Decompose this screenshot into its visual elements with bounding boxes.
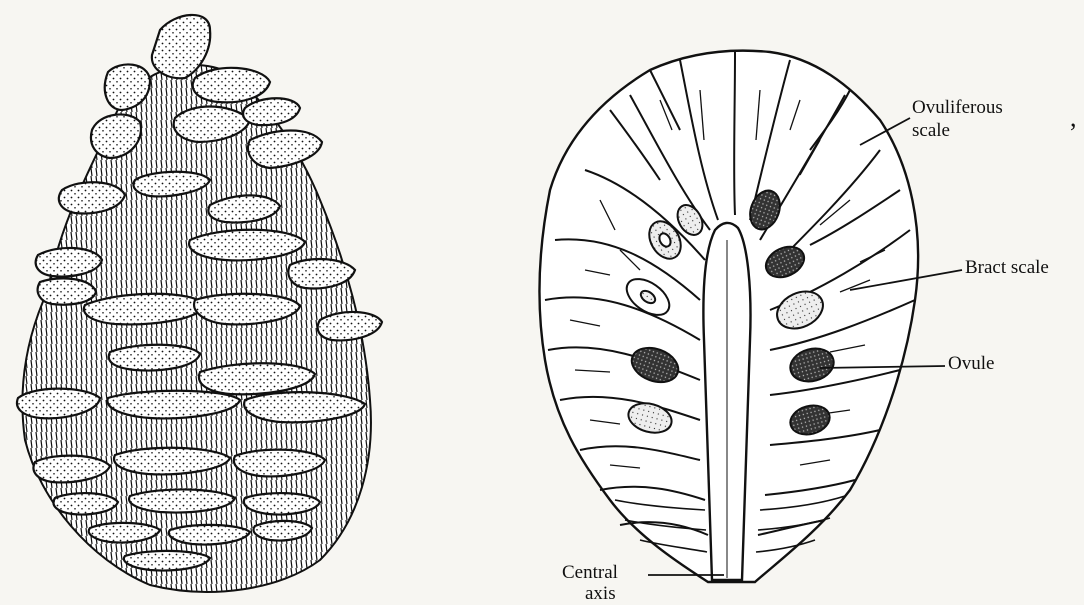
label-ovuliferous-scale-line1: Ovuliferous <box>912 98 1003 118</box>
label-central-axis-line1: Central <box>562 563 618 583</box>
label-bract-scale: Bract scale <box>965 258 1049 278</box>
stray-comma-mark: , <box>1070 108 1077 128</box>
pine-cone-external-view <box>17 15 382 592</box>
label-central-axis-line2: axis <box>585 584 616 604</box>
cone-longitudinal-section <box>540 51 919 582</box>
label-ovuliferous-scale-line2: scale <box>912 121 950 141</box>
label-ovule: Ovule <box>948 354 994 374</box>
